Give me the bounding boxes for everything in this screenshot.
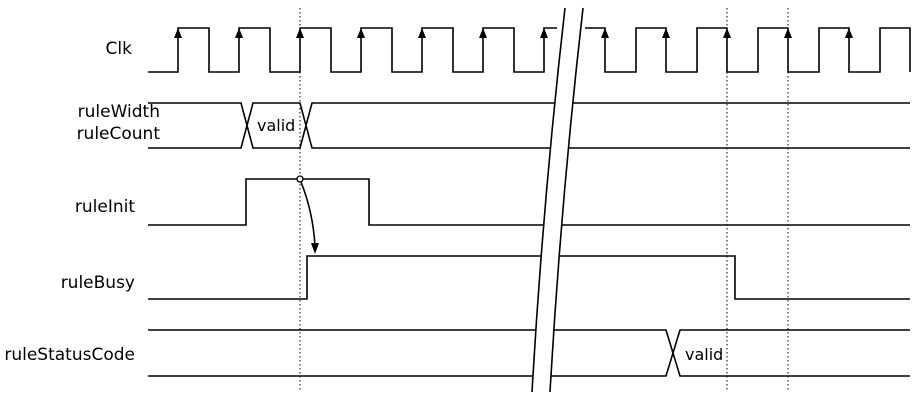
label-clk: Clk <box>106 39 133 59</box>
clk-arrow-icon <box>418 28 426 38</box>
clk-arrow-icon <box>662 28 670 38</box>
clk-arrow-icon <box>174 28 182 38</box>
clk-arrow-icon <box>601 28 609 38</box>
label-rule-busy: ruleBusy <box>61 273 135 293</box>
label-rule-init: ruleInit <box>75 197 135 217</box>
label-rule-count: ruleCount <box>77 124 161 144</box>
clk-arrow-icon <box>784 28 792 38</box>
clk-arrow-icon <box>845 28 853 38</box>
causality-arrow <box>300 181 316 247</box>
rule-status-code-bus <box>148 329 910 377</box>
rule-init-waveform <box>148 178 910 226</box>
rule-busy-waveform <box>148 255 910 300</box>
label-rule-status-code: ruleStatusCode <box>4 345 135 365</box>
rule-width-count-bus <box>148 102 910 149</box>
clk-arrow-icon <box>296 28 304 38</box>
time-break-line-left <box>531 7 566 393</box>
time-break-line-right <box>549 7 584 393</box>
clk-arrow-icon <box>723 28 731 38</box>
rule-width-count-value: valid <box>257 116 295 135</box>
label-rule-width: ruleWidth <box>78 102 160 122</box>
clk-waveform <box>148 27 911 73</box>
causality-arrow-icon <box>311 243 319 254</box>
clk-arrow-icon <box>357 28 365 38</box>
clk-arrow-icon <box>235 28 243 38</box>
clk-arrow-icon <box>479 28 487 38</box>
causality-origin-dot <box>296 175 304 183</box>
rule-status-code-value: valid <box>685 345 723 364</box>
time-break-gap <box>532 8 583 392</box>
clk-arrow-icon <box>540 28 548 38</box>
clk-edge-arrows <box>174 28 853 38</box>
